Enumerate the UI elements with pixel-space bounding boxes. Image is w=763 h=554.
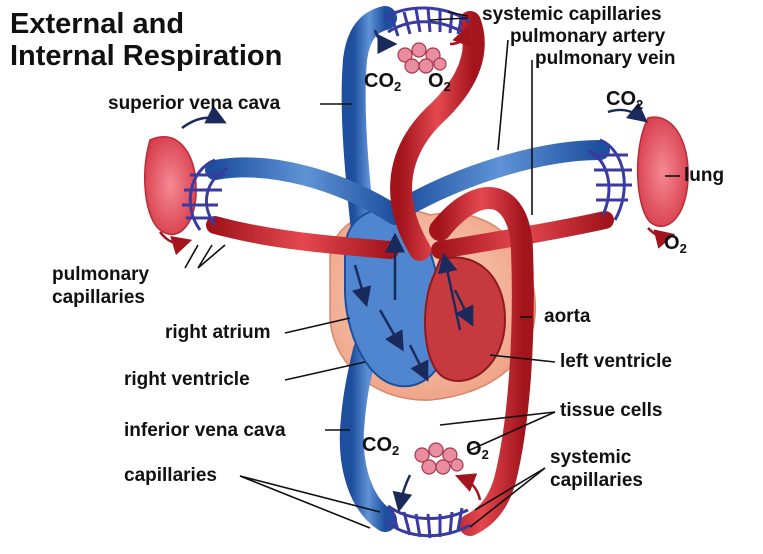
label-right-atrium: right atrium: [165, 322, 271, 343]
label-capillaries: capillaries: [124, 465, 217, 486]
pulmonary-vein-left: [206, 216, 399, 259]
pulmonary-artery-left: [205, 157, 405, 225]
label-tissue-cells: tissue cells: [560, 400, 663, 421]
label-systemic-capillaries-bottom-line2: capillaries: [550, 470, 643, 491]
right-pulmonary-capillary-bed: [587, 138, 632, 221]
gas-co2-top: CO2: [364, 70, 402, 94]
o2-arrow-left-lung: [159, 231, 193, 256]
bottom-systemic-capillary-bed: [383, 504, 471, 539]
blood-flow-arrows: [351, 232, 474, 382]
gas-o2-top: O2: [428, 70, 451, 94]
label-aorta: aorta: [544, 306, 591, 327]
label-pulmonary-capillaries-line2: capillaries: [52, 287, 145, 308]
label-right-ventricle: right ventricle: [124, 369, 250, 390]
o2-arrow-bottom-right: [455, 473, 482, 501]
label-pulmonary-capillaries-line1: pulmonary: [52, 264, 150, 285]
aorta-arch-up: [390, 11, 485, 261]
left-heart-chamber: [424, 256, 507, 382]
gas-co2-bottom: CO2: [362, 434, 400, 458]
inferior-vena-cava-vessel: [339, 338, 397, 532]
co2-arrow-left-lung: [181, 105, 227, 129]
right-lung: [636, 116, 689, 228]
label-systemic-capillaries-bottom-line1: systemic: [550, 447, 632, 468]
co2-arrow-top-left: [373, 29, 398, 54]
leader-lines: [184, 11, 680, 529]
diagram-title: External and Internal Respiration: [10, 8, 282, 72]
label-superior-vena-cava: superior vena cava: [108, 93, 281, 114]
top-systemic-capillary-bed: [384, 6, 471, 37]
label-pulmonary-artery: pulmonary artery: [510, 26, 666, 47]
gas-o2-bottom: O2: [466, 438, 489, 462]
label-systemic-capillaries-top: systemic capillaries: [482, 4, 662, 25]
co2-arrow-bottom-left: [392, 474, 413, 513]
label-pulmonary-vein: pulmonary vein: [535, 48, 676, 69]
left-pulmonary-capillary-bed: [182, 158, 229, 231]
o2-arrow-top-right: [449, 24, 471, 48]
label-lung: lung: [684, 165, 725, 186]
top-tissue-cells: [397, 42, 447, 74]
bottom-tissue-cells: [414, 442, 464, 475]
label-left-ventricle: left ventricle: [560, 351, 672, 372]
o2-arrow-right-lung: [647, 227, 676, 249]
superior-vena-cava-vessel: [341, 6, 397, 262]
gas-co2-right-lung: CO2: [606, 88, 644, 112]
left-lung: [144, 135, 197, 236]
title-line-2: Internal Respiration: [10, 40, 283, 72]
label-inferior-vena-cava: inferior vena cava: [124, 420, 286, 441]
title-line-1: External and: [10, 8, 185, 40]
gas-o2-right-lung: O2: [664, 232, 687, 256]
co2-arrow-right-lung: [607, 102, 648, 123]
pulmonary-artery-right: [390, 140, 610, 220]
